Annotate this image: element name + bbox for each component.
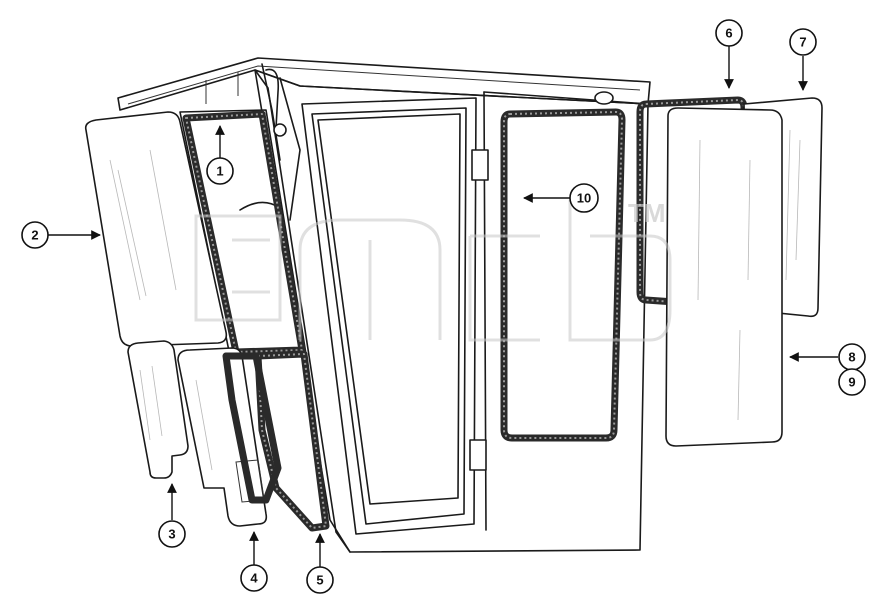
svg-text:7: 7 xyxy=(799,35,806,50)
rear-bracket xyxy=(594,91,614,105)
callout-4: 4 xyxy=(240,564,268,592)
upper-hinge xyxy=(471,149,489,181)
door-seal xyxy=(500,108,626,442)
svg-text:3: 3 xyxy=(168,527,175,542)
lower-front-glass-right xyxy=(177,347,268,527)
callout-3: 3 xyxy=(158,520,186,548)
lower-front-seal xyxy=(222,350,330,532)
trademark-mark: TM xyxy=(628,198,666,228)
svg-text:10: 10 xyxy=(577,191,591,206)
svg-text:9: 9 xyxy=(848,375,855,390)
front-upper-seal xyxy=(182,110,306,356)
svg-text:6: 6 xyxy=(725,26,732,41)
callout-2: 2 xyxy=(21,221,49,249)
rear-large-glass xyxy=(665,107,783,447)
callout-10: 10 xyxy=(569,183,599,213)
callout-leaders xyxy=(48,46,838,568)
callout-5: 5 xyxy=(306,566,334,594)
callout-1: 1 xyxy=(206,157,234,185)
svg-text:1: 1 xyxy=(216,164,223,179)
callout-6: 6 xyxy=(715,19,743,47)
callout-9: 9 xyxy=(838,368,866,396)
windshield-glass xyxy=(84,111,228,347)
lower-hinge xyxy=(469,439,487,471)
callout-8: 8 xyxy=(838,343,866,371)
watermark-logo: TM xyxy=(194,198,672,342)
svg-text:8: 8 xyxy=(848,350,855,365)
svg-text:4: 4 xyxy=(250,571,258,586)
svg-text:2: 2 xyxy=(31,228,38,243)
svg-text:5: 5 xyxy=(316,573,323,588)
lower-front-glass-left xyxy=(127,340,189,479)
callout-7: 7 xyxy=(789,28,817,56)
